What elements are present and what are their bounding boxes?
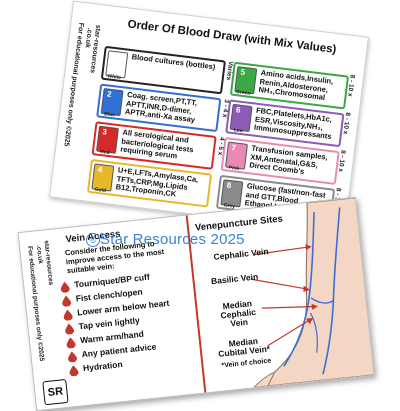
tube-tests: Coag. screen,PT,TT, APTT,INR,D-dimer, AP… (124, 89, 198, 125)
vein-label-median-cephalic: Median Cephalic Vein (220, 298, 257, 329)
tube-tests: Transfusion samples, XM,Antenatal,G&S, D… (248, 143, 329, 176)
product-image: star-resources .co.uk For educational pu… (17, 0, 375, 411)
arm-illustration (250, 197, 375, 388)
tube-tests: All serological and bacteriological test… (119, 127, 195, 161)
tube-tests: Blood cultures (bottles) (131, 52, 216, 72)
tube-label: Red (99, 149, 110, 157)
blood-drop-icon (62, 295, 72, 307)
mix-value: 8 - 10 x (341, 111, 352, 135)
blood-drop-icon (63, 309, 73, 321)
mix-value: 8 - 10 x (336, 149, 347, 173)
tip-item: Lower arm below heart (63, 298, 170, 323)
tube-label: Blue (103, 111, 116, 119)
tube-tests: U+E,LFTs,Amylase,Ca, TFTs,CRP,Mg,Lipids … (115, 165, 199, 199)
vein-access-card: star-resources .co.uk For educational pu… (17, 196, 375, 411)
tip-item: Fist clench/open (61, 284, 168, 309)
tube-label: Green (235, 89, 251, 97)
tube-tests: FBC,Platelets,HbA1c, ESR,Viscosity,NH₃, … (253, 105, 333, 142)
blood-drop-icon (68, 351, 78, 363)
copyright-icon: © (86, 233, 100, 247)
tip-item: Warm arm/hand (66, 326, 173, 351)
tip-item: Any patient advice (67, 340, 174, 365)
blood-drop-icon (66, 337, 76, 349)
blood-drop-icon (69, 365, 79, 377)
tip-item: Tap vein lightly (64, 312, 171, 337)
tip-item: Tourniquet/BP cuff (60, 270, 167, 295)
side-text-3: For educational purposes only ©2025 (62, 22, 85, 147)
blood-drop-icon (65, 323, 75, 335)
vein-access-tips: Tourniquet/BP cuff Fist clench/open Lowe… (60, 270, 176, 379)
tube-tests: Amino acids,Insulin, Renin,Aldosterone, … (258, 68, 334, 102)
tube-label: Pink (228, 164, 240, 173)
blood-drop-icon (60, 281, 70, 293)
side-text-1: star-resources (42, 239, 55, 286)
tube-label: Gold (94, 186, 107, 194)
tip-item: Hydration (69, 354, 176, 379)
sr-logo: SR (42, 378, 69, 406)
order-of-draw-card: star-resources .co.uk For educational pu… (49, 0, 369, 234)
watermark-text: Star Resources 2025 (100, 231, 245, 248)
mix-value: 8 - 10 x (346, 74, 356, 97)
tube-label: Lav. (233, 127, 244, 135)
tube-label: White (107, 73, 122, 81)
